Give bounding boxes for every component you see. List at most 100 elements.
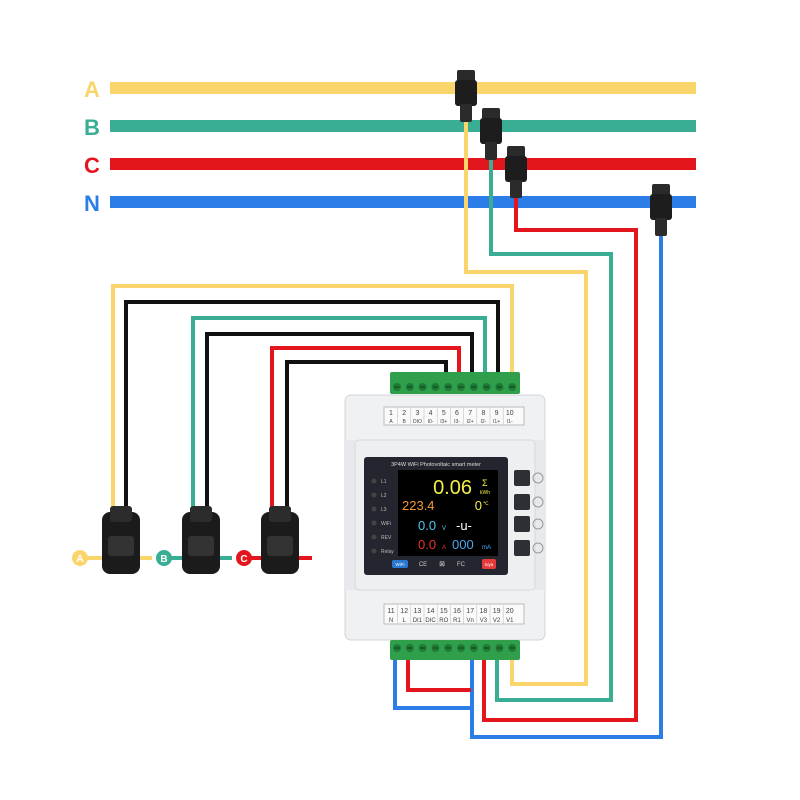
ct-badge-a [72,550,88,566]
bottom-terminal-label: V3 [480,618,488,624]
bottom-terminal-label: Vn [467,618,474,624]
voltage-wire-b [489,140,613,702]
bottom-terminal-label: R1 [453,618,461,624]
ct-badge-a-label: A [76,554,83,565]
ct-sensor-c: C [236,506,312,574]
indicator-led [371,478,377,484]
ct-sensor-a: A [72,506,152,574]
indicator-label: L1 [381,479,387,485]
top-terminal-label: I1+ [493,419,500,425]
top-terminal-label: I2+ [467,419,474,425]
top-terminal-label: A [389,419,393,425]
bottom-terminal-number: 16 [453,608,461,615]
bus-clamp-b [480,108,502,160]
indicator-led [371,492,377,498]
top-terminal-label: I3+ [440,419,447,425]
lcd-current: 0.0 [418,537,436,552]
top-terminal-number: 10 [506,410,514,417]
top-terminal-number: 3 [415,410,419,417]
bus-clamp-a [455,70,477,122]
ct-wire-a-yellow [111,284,514,520]
ct-wire-b-green [191,316,487,520]
indicator-label: WiFi [381,521,391,527]
bottom-terminal-number: 14 [427,608,435,615]
lcd-sigma: Σ [482,478,488,488]
bottom-screws [393,644,517,652]
svg-text:tuya: tuya [485,562,494,567]
top-terminal-label: I2- [480,419,486,425]
top-terminal-number: 6 [455,410,459,417]
cert-badges: WiFi CE ⊠ FC tuya [392,559,496,569]
bottom-terminal-number: 15 [440,608,448,615]
indicator-label: Relay [381,549,394,555]
bus-label-a: A [84,77,100,102]
ct-sensor-b: B [156,506,232,574]
ct-wire-b-black [205,332,474,520]
lcd-leak-unit: mA [482,545,491,551]
top-terminal-label: B [403,419,407,425]
bus-clamp-n [650,184,672,236]
top-terminal-label: I3- [454,419,460,425]
bottom-terminal-label: L [403,618,407,624]
top-terminal-number: 7 [468,410,472,417]
top-terminal-number: 4 [429,410,433,417]
bottom-terminal-label: RO [439,618,448,624]
bus-bar-n [110,196,696,208]
top-terminal-number: 8 [481,410,485,417]
meter-button-down[interactable] [514,516,530,532]
top-terminal-number: 1 [389,410,393,417]
chevron-down-icon [532,518,544,530]
bottom-terminal-number: 18 [480,608,488,615]
voltage-wire-c [482,186,638,722]
bottom-terminal-number: 12 [400,608,408,615]
fc-badge: FC [457,562,466,568]
lcd-current-unit: A [442,545,446,551]
lcd-mode: -u- [456,518,472,533]
power-wire-n [393,650,471,710]
wifi-badge [392,560,408,568]
indicator-led [371,534,377,540]
top-terminal-label: I1- [507,419,513,425]
lcd-voltage-line: 223.4 [402,498,435,513]
meter-button-menu[interactable] [514,470,530,486]
top-terminal-number: 5 [442,410,446,417]
bottom-terminal-label: DIC [425,618,436,624]
ct-badge-b [156,550,172,566]
power-wire-l [406,650,471,692]
meter-button-up[interactable] [514,494,530,510]
lcd-power-unit: V [442,526,446,532]
indicator-led [371,506,377,512]
ce-badge: CE [419,562,427,568]
bottom-terminal-label: V1 [506,618,514,624]
bus-bar-c [110,158,696,170]
ct-wire-a-black [124,300,500,520]
bottom-terminal-number: 19 [493,608,501,615]
bottom-terminal-label: N [389,618,393,624]
lcd-energy-unit: kWh [480,490,490,496]
bus-label-c: C [84,153,100,178]
bottom-terminal-number: 11 [387,608,394,615]
meter-buttons [514,470,544,556]
bottom-terminal-label: DI1 [413,618,423,624]
ok-icon [532,542,544,554]
menu-icon [532,472,544,484]
bottom-terminal-label: V2 [493,618,501,624]
indicator-label: REV [381,535,392,541]
indicator-led [371,520,377,526]
top-terminal-number: 2 [402,410,406,417]
bus-bars: A B C N [84,77,696,216]
ct-sensors: A B C [72,506,312,574]
bus-label-n: N [84,191,100,216]
ct-badge-b-label: B [160,554,167,565]
lcd-temp-unit: ℃ [483,501,489,507]
bus-bar-a [110,82,696,94]
ct-badge-c-label: C [240,554,247,565]
lcd-screen [398,470,498,556]
voltage-wire-n [470,222,663,739]
meter-button-ok[interactable] [514,540,530,556]
